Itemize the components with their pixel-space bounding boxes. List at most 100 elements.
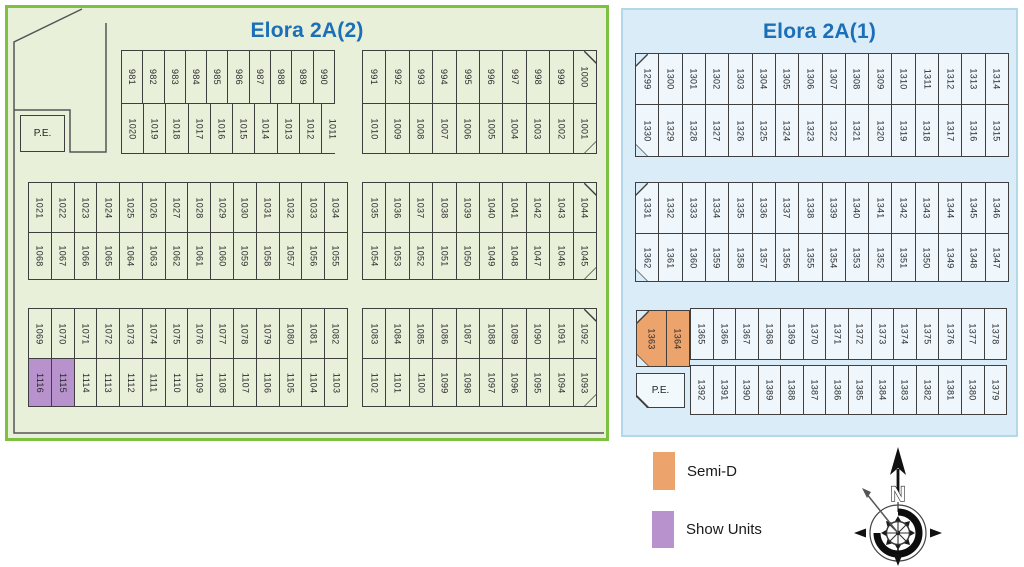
lot-1075[interactable]: 1075 [165, 309, 189, 358]
lot-1307[interactable]: 1307 [822, 54, 846, 104]
lot-1094[interactable]: 1094 [550, 359, 574, 406]
lot-1029[interactable]: 1029 [211, 183, 235, 232]
lot-1338[interactable]: 1338 [799, 183, 823, 233]
lot-1325[interactable]: 1325 [752, 105, 776, 156]
lot-1371[interactable]: 1371 [826, 309, 850, 359]
lot-1334[interactable]: 1334 [705, 183, 730, 233]
lot-1007[interactable]: 1007 [433, 104, 457, 153]
lot-1333[interactable]: 1333 [682, 183, 706, 233]
lot-1347[interactable]: 1347 [985, 234, 1008, 281]
lot-1311[interactable]: 1311 [915, 54, 940, 104]
lot-1370[interactable]: 1370 [803, 309, 827, 359]
lot-1342[interactable]: 1342 [892, 183, 916, 233]
lot-1019[interactable]: 1019 [144, 104, 167, 153]
lot-1060[interactable]: 1060 [211, 233, 235, 279]
lot-1299[interactable]: 1299 [636, 54, 660, 104]
lot-1341[interactable]: 1341 [869, 183, 893, 233]
lot-1339[interactable]: 1339 [822, 183, 846, 233]
lot-1309[interactable]: 1309 [869, 54, 893, 104]
lot-998[interactable]: 998 [526, 51, 551, 103]
lot-1111[interactable]: 1111 [142, 359, 166, 406]
lot-1315[interactable]: 1315 [985, 105, 1008, 156]
lot-1348[interactable]: 1348 [962, 234, 986, 281]
lot-1017[interactable]: 1017 [188, 104, 211, 153]
lot-1104[interactable]: 1104 [302, 359, 326, 406]
lot-1115[interactable]: 1115 [51, 359, 75, 406]
lot-1022[interactable]: 1022 [51, 183, 75, 232]
lot-1041[interactable]: 1041 [503, 183, 527, 232]
lot-1316[interactable]: 1316 [962, 105, 986, 156]
lot-1308[interactable]: 1308 [845, 54, 870, 104]
lot-1052[interactable]: 1052 [409, 233, 434, 279]
lot-1382[interactable]: 1382 [916, 366, 940, 414]
lot-1384[interactable]: 1384 [871, 366, 895, 414]
lot-1323[interactable]: 1323 [799, 105, 823, 156]
lot-1021[interactable]: 1021 [29, 183, 52, 232]
lot-1374[interactable]: 1374 [894, 309, 917, 359]
lot-1063[interactable]: 1063 [142, 233, 166, 279]
lot-1003[interactable]: 1003 [526, 104, 551, 153]
lot-1028[interactable]: 1028 [188, 183, 212, 232]
lot-1015[interactable]: 1015 [233, 104, 256, 153]
lot-1328[interactable]: 1328 [682, 105, 706, 156]
lot-1077[interactable]: 1077 [211, 309, 235, 358]
lot-1302[interactable]: 1302 [705, 54, 730, 104]
lot-1385[interactable]: 1385 [849, 366, 872, 414]
lot-1011[interactable]: 1011 [322, 104, 343, 153]
lot-1116[interactable]: 1116 [29, 359, 52, 406]
lot-1076[interactable]: 1076 [188, 309, 212, 358]
lot-1008[interactable]: 1008 [409, 104, 434, 153]
lot-1091[interactable]: 1091 [550, 309, 574, 358]
lot-1301[interactable]: 1301 [682, 54, 706, 104]
lot-1107[interactable]: 1107 [234, 359, 257, 406]
lot-982[interactable]: 982 [143, 51, 165, 103]
lot-997[interactable]: 997 [503, 51, 527, 103]
lot-1331[interactable]: 1331 [636, 183, 660, 233]
lot-1352[interactable]: 1352 [869, 234, 893, 281]
lot-983[interactable]: 983 [164, 51, 186, 103]
lot-1090[interactable]: 1090 [526, 309, 551, 358]
lot-1114[interactable]: 1114 [74, 359, 98, 406]
lot-1084[interactable]: 1084 [386, 309, 410, 358]
lot-1361[interactable]: 1361 [659, 234, 683, 281]
lot-1016[interactable]: 1016 [210, 104, 234, 153]
lot-1034[interactable]: 1034 [325, 183, 347, 232]
lot-1377[interactable]: 1377 [961, 309, 985, 359]
lot-1362[interactable]: 1362 [636, 234, 659, 281]
lot-1004[interactable]: 1004 [503, 104, 527, 153]
lot-1068[interactable]: 1068 [29, 233, 52, 279]
lot-1067[interactable]: 1067 [51, 233, 75, 279]
lot-1350[interactable]: 1350 [915, 234, 940, 281]
lot-1057[interactable]: 1057 [279, 233, 303, 279]
lot-1023[interactable]: 1023 [74, 183, 98, 232]
lot-1036[interactable]: 1036 [386, 183, 410, 232]
lot-1002[interactable]: 1002 [550, 104, 574, 153]
lot-1314[interactable]: 1314 [985, 54, 1008, 104]
lot-1092[interactable]: 1092 [574, 309, 596, 358]
lot-1313[interactable]: 1313 [962, 54, 986, 104]
lot-1369[interactable]: 1369 [781, 309, 804, 359]
lot-1112[interactable]: 1112 [120, 359, 143, 406]
lot-1037[interactable]: 1037 [409, 183, 434, 232]
lot-1058[interactable]: 1058 [256, 233, 280, 279]
lot-1059[interactable]: 1059 [234, 233, 257, 279]
lot-984[interactable]: 984 [185, 51, 208, 103]
lot-1336[interactable]: 1336 [752, 183, 776, 233]
lot-1033[interactable]: 1033 [302, 183, 326, 232]
lot-1096[interactable]: 1096 [503, 359, 527, 406]
lot-1064[interactable]: 1064 [120, 233, 143, 279]
lot-1356[interactable]: 1356 [775, 234, 800, 281]
lot-1009[interactable]: 1009 [386, 104, 410, 153]
lot-1049[interactable]: 1049 [480, 233, 504, 279]
lot-1358[interactable]: 1358 [729, 234, 753, 281]
lot-1072[interactable]: 1072 [97, 309, 121, 358]
lot-1082[interactable]: 1082 [325, 309, 347, 358]
lot-989[interactable]: 989 [292, 51, 314, 103]
lot-1065[interactable]: 1065 [97, 233, 121, 279]
lot-1360[interactable]: 1360 [682, 234, 706, 281]
lot-988[interactable]: 988 [271, 51, 293, 103]
lot-1351[interactable]: 1351 [892, 234, 916, 281]
lot-1330[interactable]: 1330 [636, 105, 659, 156]
lot-1366[interactable]: 1366 [713, 309, 737, 359]
lot-1320[interactable]: 1320 [869, 105, 893, 156]
